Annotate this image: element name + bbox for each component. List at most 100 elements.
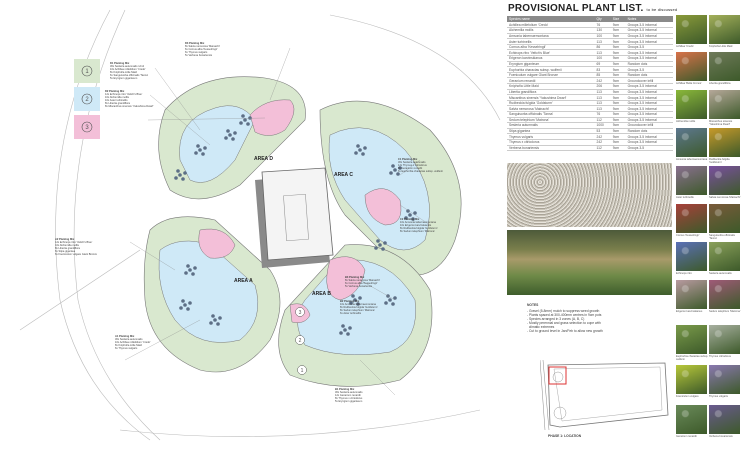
qty-cell: 86 (594, 44, 611, 51)
plant-dot (231, 137, 235, 141)
plant-dot (358, 296, 362, 300)
species-cell: Rudbeckia fulgida 'Goldsturm' (507, 100, 595, 107)
callout-line: 6x Cornus alba 'Kesselringii' (185, 48, 218, 52)
notes-cell: Groundcover infill (625, 122, 673, 129)
notes-cell: Groups 3-5 (625, 145, 673, 152)
site-linework (19, 9, 501, 441)
notes-cell: Groups 3-5 informal (625, 38, 673, 45)
plant-dot (213, 318, 217, 322)
notes-cell: Random dots (625, 128, 673, 135)
species-cell: Libertia grandiflora (507, 89, 595, 96)
plant-photo-caption: Thymus citriodorus (709, 355, 731, 358)
species-cell: Euphorbia characias subsp. wulfenii (507, 66, 595, 73)
plant-row: Miscanthus sinensis 'Yakushima Dwarf'113… (507, 94, 673, 101)
species-cell: Sedum telephium 'Matrona' (507, 117, 595, 124)
plant-photo (676, 15, 707, 44)
plant-photo (709, 128, 740, 157)
plant-photo (709, 365, 740, 394)
notes-cell: Groups 3-5 informal (625, 55, 673, 62)
planting-example-photo (507, 230, 672, 295)
plant-photo-caption: Sedum telephium 'Matrona' (709, 310, 741, 313)
size-cell: 9cm (610, 128, 626, 135)
col-qty: Qty (594, 16, 611, 22)
species-cell: Stipa gigantea (507, 128, 595, 135)
species-cell: Salvia nemorosa 'Mainacht' (507, 105, 595, 112)
plant-dot (224, 136, 228, 140)
col-size: Size (610, 16, 626, 22)
plant-dot (354, 151, 358, 155)
qty-cell: 113 (594, 100, 611, 107)
plant-dot (181, 177, 185, 181)
qty-cell: 76 (594, 22, 611, 29)
callout-line: 10x Amsonia tabernaemontana (400, 221, 436, 225)
callout-line: 6x Aster turbinellis (340, 312, 362, 316)
plant-dot (404, 216, 408, 220)
leader-lines (124, 47, 431, 396)
callout-line: 12x Geranium renardii (335, 394, 361, 398)
callout-line: 5x Eryngium giganteum (110, 77, 138, 81)
plant-dot (193, 266, 197, 270)
plant-photo (709, 90, 740, 119)
plant-dot (396, 172, 400, 176)
species-cell: Aster turbinellis (507, 38, 595, 45)
plant-dot (178, 173, 182, 177)
gravel-mulch-photo (507, 163, 672, 227)
size-cell: 9cm (610, 55, 626, 62)
plant-dot (378, 243, 382, 247)
callout-line: 10x Achillea millefolium 'Credo' (110, 68, 146, 72)
callout-line: 8x Sedum telephium 'Matrona' (400, 230, 435, 234)
plant-dot (353, 298, 357, 302)
callout-line: 10x Alchemilla mollis (55, 244, 79, 248)
plant-dot (203, 146, 207, 150)
qty-cell: 83 (594, 66, 611, 73)
callout-line: 8x Sedum telephium 'Matrona' (340, 309, 375, 313)
callout-line: 5x Eryngium giganteum (335, 400, 363, 404)
size-cell: 9cm (610, 89, 626, 96)
plant-photo-caption: Amsonia tabernaemontana (676, 158, 708, 161)
species-cell: Miscanthus sinensis 'Yakushima Dwarf' (507, 94, 595, 101)
qty-cell: 76 (594, 111, 611, 118)
plant-dot (183, 171, 187, 175)
size-cell: 9cm (610, 61, 626, 68)
area-a-bed (143, 216, 281, 373)
callout-line: 6x Euphorbia characias subsp. wulfenii (398, 170, 443, 174)
size-cell: 9cm (610, 72, 626, 79)
callout-line: 5x Verbena bonariensis (345, 285, 373, 289)
plant-dot (339, 331, 343, 335)
plant-dot (343, 328, 347, 332)
note-item: - Cut to ground level in Jan/Feb to allo… (527, 329, 603, 333)
callout-line: 8x Salvia nemorosa 'Mainacht' (185, 45, 221, 49)
callout-title: A2 Planting Mix (55, 238, 75, 241)
callout-line: 8x Rudbeckia fulgida 'Goldsturm' (400, 227, 438, 231)
plant-dot (184, 271, 188, 275)
species-cell: Erigeron karvinskianus (507, 55, 595, 62)
plant-dot (209, 321, 213, 325)
plant-dot (188, 268, 192, 272)
plant-dot (413, 211, 417, 215)
size-cell: 9cm (610, 49, 626, 57)
col-notes: Notes (625, 16, 673, 22)
plant-photo-caption: Alchemilla mollis (676, 120, 696, 123)
callout-title: B2 Planting Mix (340, 300, 360, 303)
plant-photo-caption: Cornus 'Kesselringii' (676, 234, 700, 237)
plant-photo (676, 166, 707, 195)
species-cell: Thymus x citriodorus (507, 139, 595, 146)
size-cell: 9cm (610, 83, 626, 90)
zone-marker-2: 2 (299, 338, 302, 344)
plant-photo-caption: Sanguisorba officinalis 'Tanna' (709, 234, 735, 240)
planting-plan: 1 2 3 AREA A AREA B AREA C AREA D 1 2 3 (19, 9, 501, 441)
qty-cell: 1000 (594, 122, 611, 129)
callout-line: 6x Thymus vulgaris (115, 347, 138, 351)
plant-dot (248, 116, 252, 120)
species-cell: Eryngium giganteum (507, 61, 595, 68)
